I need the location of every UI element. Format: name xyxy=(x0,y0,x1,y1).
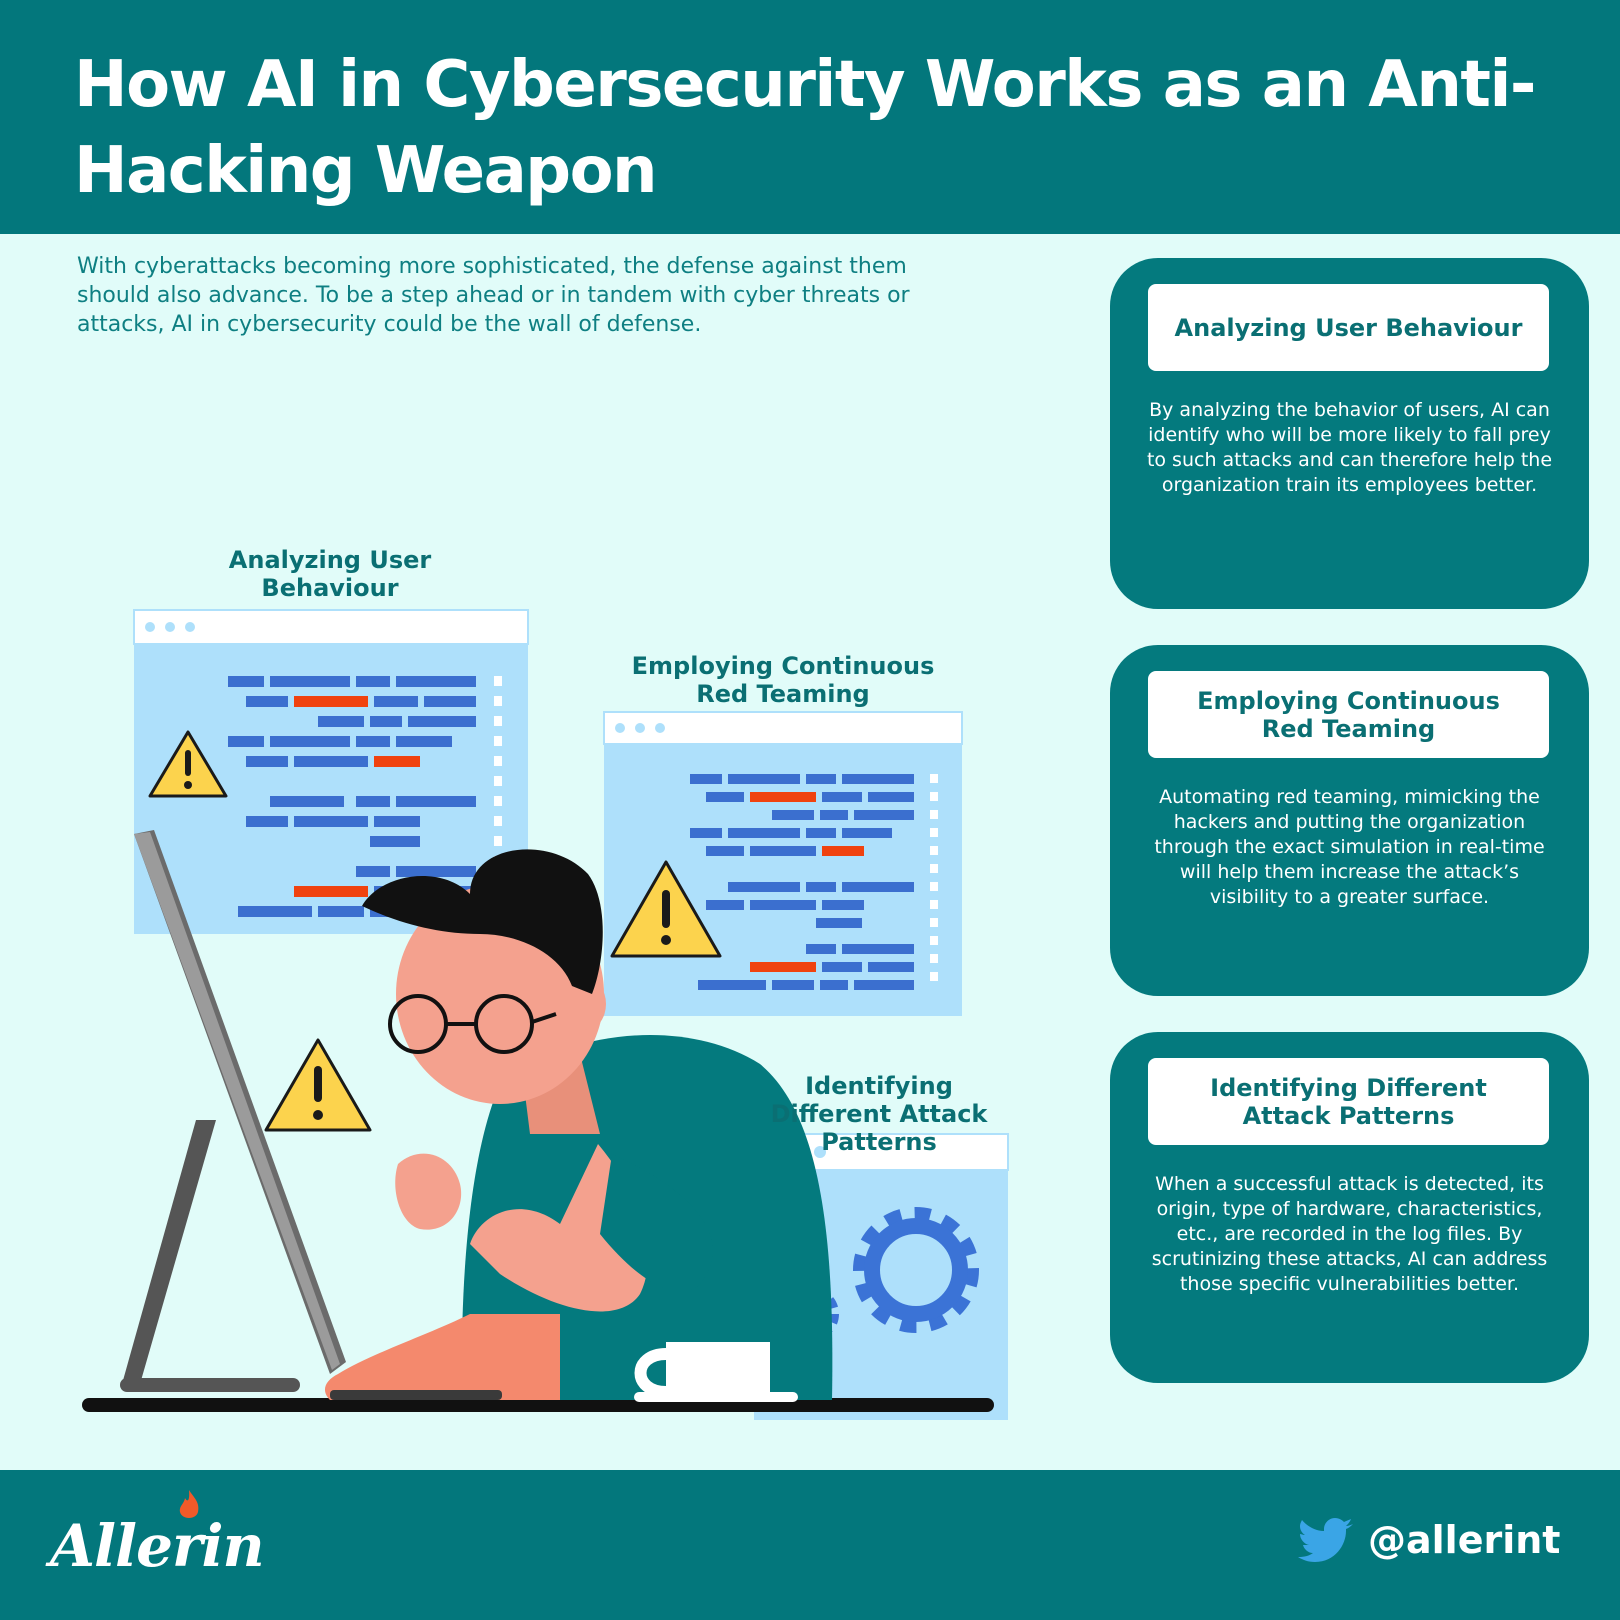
header-banner: How AI in Cybersecurity Works as an Anti… xyxy=(0,0,1620,234)
card-body: When a successful attack is detected, it… xyxy=(1151,1173,1548,1295)
brand-logo: Allerin xyxy=(50,1512,265,1580)
twitter-handle[interactable]: @allerint xyxy=(1368,1518,1561,1562)
footer-banner: Allerin @allerint xyxy=(0,1470,1620,1620)
illustration: Analyzing User Behaviour Employing Conti… xyxy=(0,234,1080,1470)
info-card-attack-patterns: Identifying Different Attack Patterns Wh… xyxy=(1110,1032,1589,1383)
card-title: Analyzing User Behaviour xyxy=(1148,284,1549,371)
warning-icon xyxy=(264,1038,372,1132)
page-title: How AI in Cybersecurity Works as an Anti… xyxy=(74,48,1536,208)
card-body: By analyzing the behavior of users, AI c… xyxy=(1146,399,1553,496)
info-card-user-behaviour: Analyzing User Behaviour By analyzing th… xyxy=(1110,258,1589,609)
browser-window-user-behaviour xyxy=(133,609,529,934)
card-body: Automating red teaming, mimicking the ha… xyxy=(1154,786,1545,908)
warning-icon xyxy=(610,860,722,958)
intro-paragraph: With cyberattacks becoming more sophisti… xyxy=(77,254,910,337)
person-illustration xyxy=(324,849,833,1400)
browser-window-red-teaming xyxy=(603,711,963,1016)
card-title: Identifying Different Attack Patterns xyxy=(1148,1058,1549,1145)
illustration-label-red-teaming: Employing Continuous Red Teaming xyxy=(631,652,935,708)
card-title: Employing Continuous Red Teaming xyxy=(1148,671,1549,758)
gear-icon xyxy=(853,1207,979,1333)
illustration-label-attack-patterns: Identifying Different Attack Patterns xyxy=(770,1072,988,1156)
info-card-red-teaming: Employing Continuous Red Teaming Automat… xyxy=(1110,645,1589,996)
monitor xyxy=(120,830,346,1392)
illustration-label-user-behaviour: Analyzing User Behaviour xyxy=(228,546,432,602)
warning-icon xyxy=(148,730,228,798)
flame-icon xyxy=(179,1490,199,1518)
twitter-icon[interactable] xyxy=(1298,1518,1354,1564)
coffee-cup xyxy=(634,1342,798,1402)
